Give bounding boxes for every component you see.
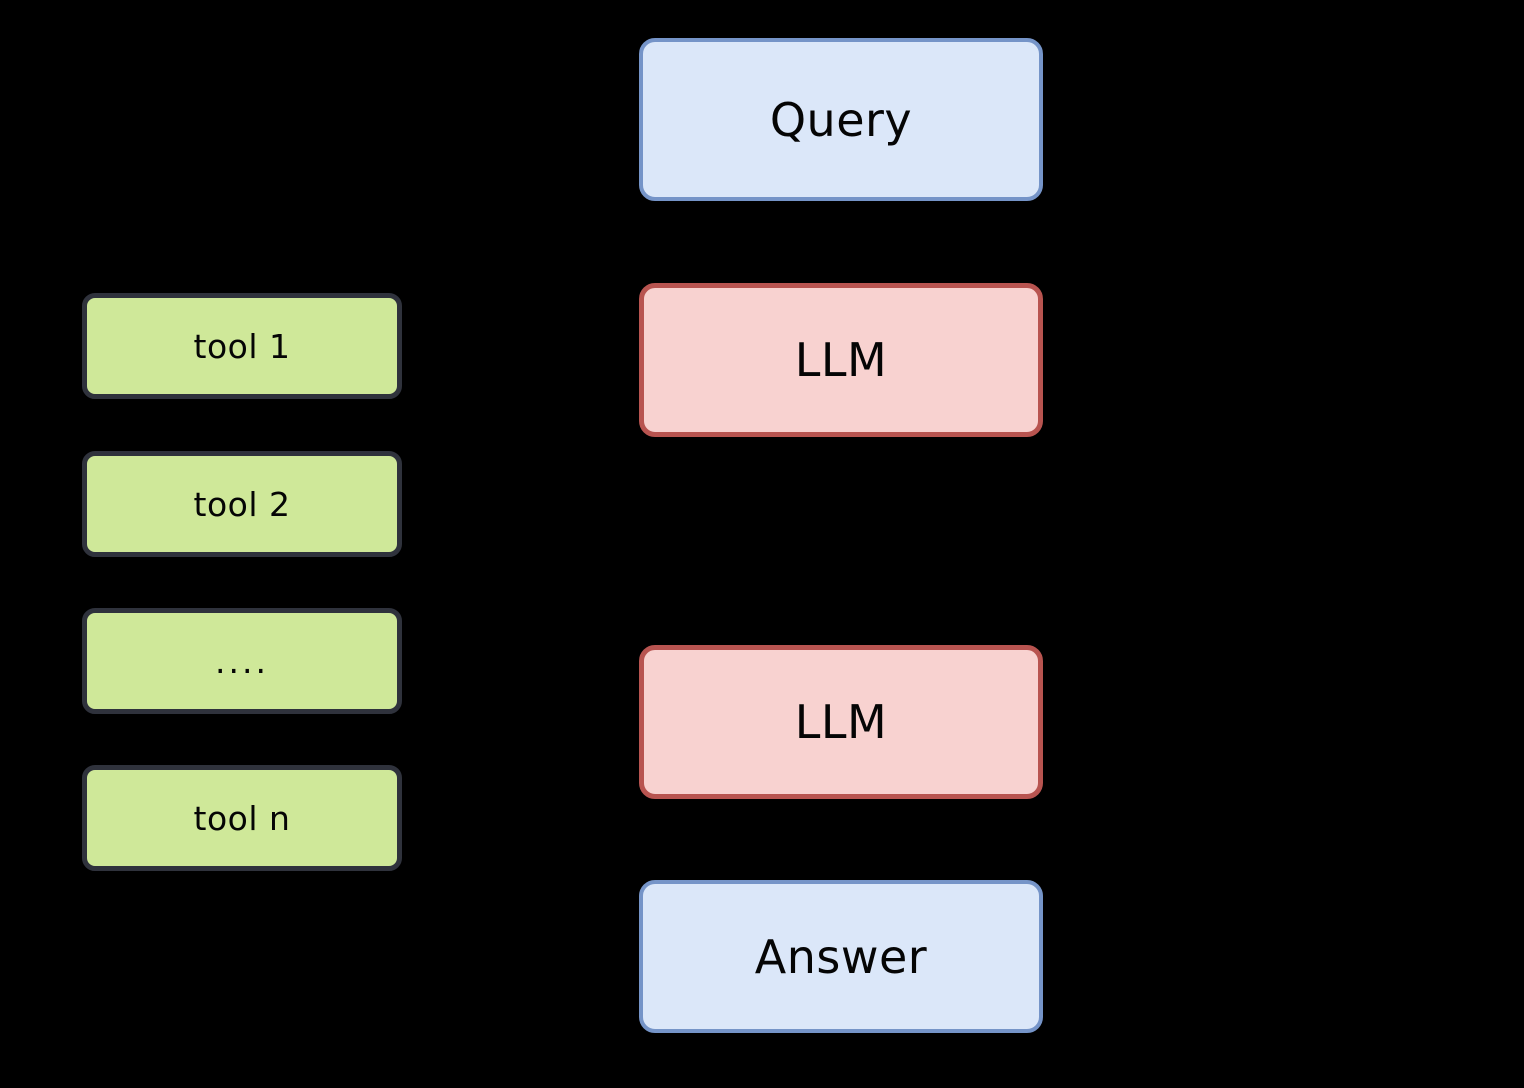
node-query[interactable]: Query [639,38,1043,201]
node-label: tool 2 [193,484,291,524]
node-tool-ellipsis[interactable]: .... [82,608,402,714]
node-label: tool 1 [193,326,291,366]
node-label: Query [769,92,913,147]
node-label: tool n [193,798,291,838]
node-tool-2[interactable]: tool 2 [82,451,402,557]
node-tool-n[interactable]: tool n [82,765,402,871]
node-label: .... [215,641,269,681]
node-llm-first[interactable]: LLM [639,283,1043,437]
node-llm-second[interactable]: LLM [639,645,1043,799]
node-label: LLM [794,333,888,387]
node-label: Answer [754,929,928,984]
node-tool-1[interactable]: tool 1 [82,293,402,399]
node-label: LLM [794,695,888,749]
node-answer[interactable]: Answer [639,880,1043,1033]
